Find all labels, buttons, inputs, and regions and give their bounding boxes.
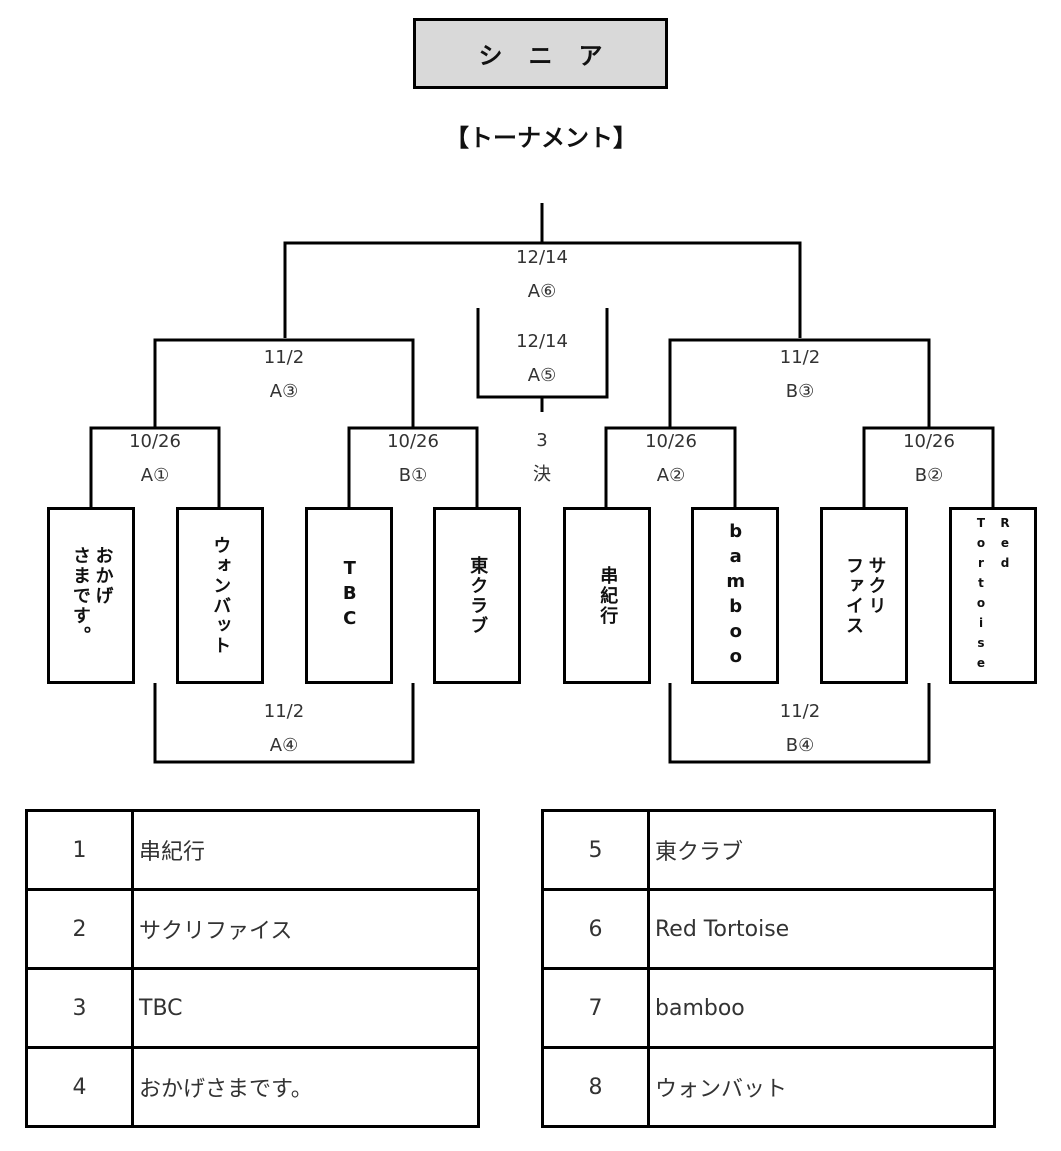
- roster-team-name: 串紀行: [131, 809, 480, 891]
- bracket-lines: [89, 203, 995, 764]
- team-box-1: おかげ さまです。: [47, 507, 135, 684]
- roster-team-name: ウォンバット: [647, 1046, 996, 1128]
- consolation-left-match: A④: [269, 735, 299, 756]
- consolation-left-date: 11/2: [263, 701, 305, 722]
- round1-a2-match: A②: [656, 465, 686, 486]
- third-place-match: A⑤: [527, 365, 557, 386]
- team-name: おかげ さまです。: [70, 545, 114, 646]
- roster-team-name: Red Tortoise: [647, 888, 996, 970]
- final-match: A⑥: [527, 281, 557, 302]
- semifinal-right-date: 11/2: [779, 347, 821, 368]
- team-name: bamboo: [725, 520, 747, 671]
- roster-team-name: おかげさまです。: [131, 1046, 480, 1128]
- consolation-right-line: [668, 683, 931, 764]
- team-box-6: bamboo: [691, 507, 779, 684]
- third-place-label-1: 3: [536, 430, 548, 451]
- round1-b1-line: [347, 426, 479, 508]
- semifinal-left-line: [153, 338, 415, 428]
- final-bracket-line: [283, 241, 802, 338]
- division-title: シニア: [413, 18, 668, 89]
- round1-b2-line: [862, 426, 995, 508]
- consolation-right-date: 11/2: [779, 701, 821, 722]
- round1-b2-date: 10/26: [903, 431, 955, 452]
- round1-a1-date: 10/26: [129, 431, 181, 452]
- round1-b1-date: 10/26: [387, 431, 439, 452]
- semifinal-right-match: B③: [785, 381, 815, 402]
- tournament-subtitle: 【トーナメント】: [445, 124, 637, 152]
- round1-b2-match: B②: [914, 465, 944, 486]
- round1-a2-date: 10/26: [645, 431, 697, 452]
- round1-a1-match: A①: [140, 465, 170, 486]
- roster-number: 4: [25, 1046, 134, 1128]
- third-place-date: 12/14: [516, 331, 568, 352]
- team-name: 串紀行: [597, 565, 619, 626]
- third-place-label-2: 決: [533, 464, 551, 485]
- roster-number: 5: [541, 809, 650, 891]
- roster-team-name: bamboo: [647, 967, 996, 1049]
- team-name: サクリ ファイス: [843, 555, 887, 636]
- roster-team-name: サクリファイス: [131, 888, 480, 970]
- round1-a1-line: [89, 426, 221, 508]
- team-name: ウォンバット: [210, 535, 232, 656]
- round1-b1-match: B①: [398, 465, 428, 486]
- semifinal-right-line: [668, 338, 931, 428]
- roster-number: 6: [541, 888, 650, 970]
- roster-number: 7: [541, 967, 650, 1049]
- roster-number: 8: [541, 1046, 650, 1128]
- team-box-7: サクリ ファイス: [820, 507, 908, 684]
- roster-team-name: TBC: [131, 967, 480, 1049]
- team-box-3: TBC: [305, 507, 393, 684]
- roster-number: 3: [25, 967, 134, 1049]
- roster-number: 2: [25, 888, 134, 970]
- team-name: Red Tortoise: [974, 515, 1012, 676]
- semifinal-left-match: A③: [269, 381, 299, 402]
- team-box-8: Red Tortoise: [949, 507, 1037, 684]
- final-date: 12/14: [516, 247, 568, 268]
- team-name: 東クラブ: [467, 555, 489, 636]
- semifinal-left-date: 11/2: [263, 347, 305, 368]
- consolation-right-match: B④: [785, 735, 815, 756]
- team-box-5: 串紀行: [563, 507, 651, 684]
- consolation-left-line: [153, 683, 415, 764]
- team-name: TBC: [339, 558, 361, 633]
- roster-number: 1: [25, 809, 134, 891]
- team-box-4: 東クラブ: [433, 507, 521, 684]
- round1-a2-line: [604, 426, 737, 508]
- team-box-2: ウォンバット: [176, 507, 264, 684]
- roster-team-name: 東クラブ: [647, 809, 996, 891]
